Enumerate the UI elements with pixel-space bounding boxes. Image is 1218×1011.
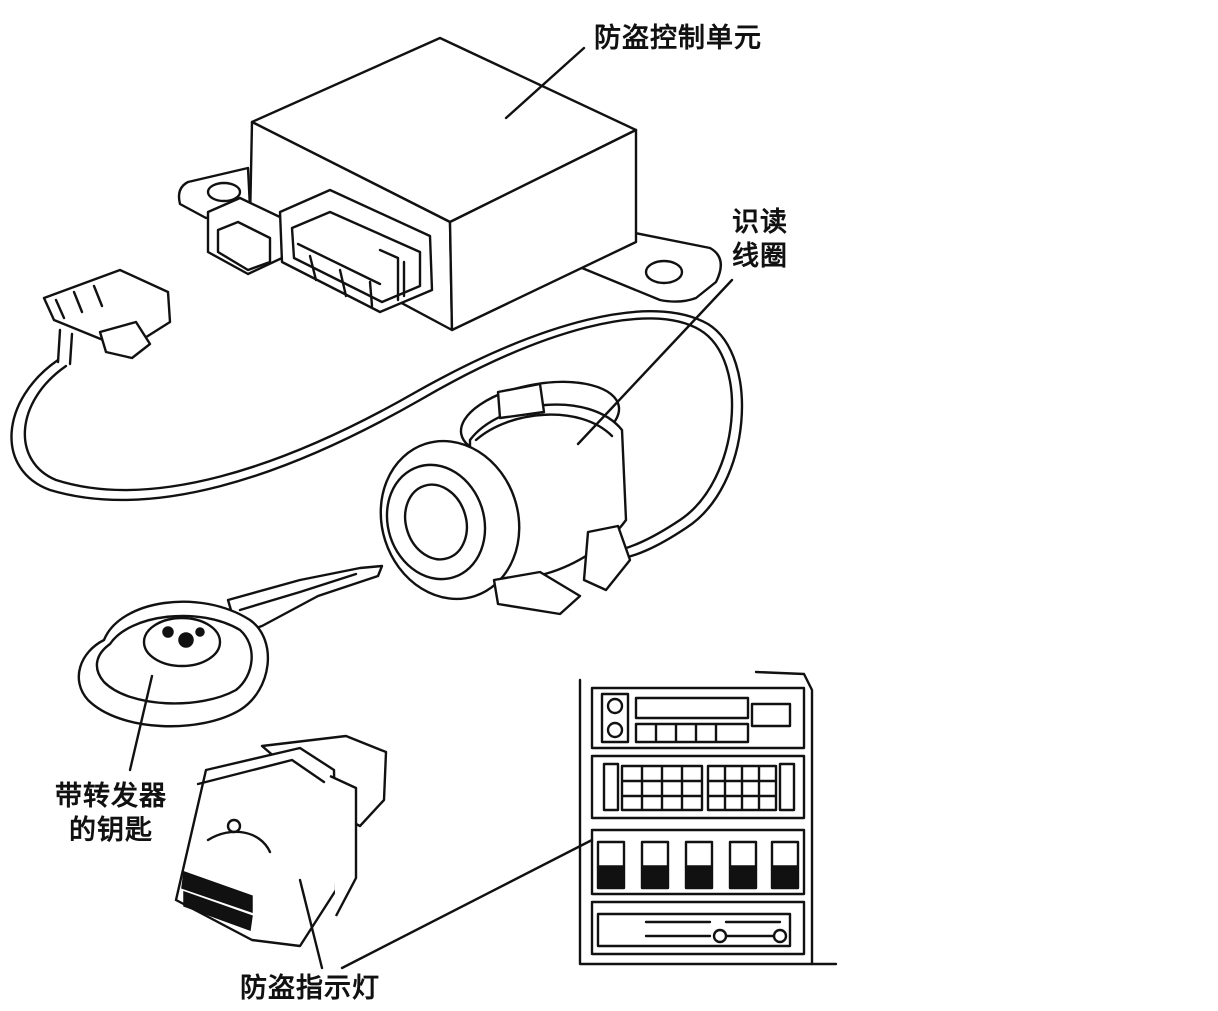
label-transponder-key: 带转发器 的钥匙 [26, 780, 196, 848]
transponder-key [77, 564, 384, 728]
control-unit-box [177, 36, 722, 332]
center-console [578, 670, 838, 966]
label-reading-coil-line2: 线圈 [732, 241, 788, 272]
harness-cable [10, 317, 734, 554]
reading-coil [379, 380, 632, 616]
leader-coil [576, 278, 734, 446]
label-reading-coil-line1: 识读 [732, 207, 788, 238]
label-transponder-key-line2: 的钥匙 [69, 815, 153, 846]
indicator-switch [174, 734, 388, 948]
label-reading-coil: 识读 线圈 [722, 206, 798, 274]
label-transponder-key-line1: 带转发器 [55, 781, 167, 812]
label-indicator-light: 防盗指示灯 [240, 973, 380, 1004]
leader-control-unit [504, 46, 586, 120]
leader-indicator-switch [298, 878, 324, 970]
label-control-unit: 防盗控制单元 [594, 23, 762, 54]
leader-indicator-console [340, 838, 594, 970]
leader-key [128, 674, 154, 772]
cable-plug [42, 268, 172, 366]
